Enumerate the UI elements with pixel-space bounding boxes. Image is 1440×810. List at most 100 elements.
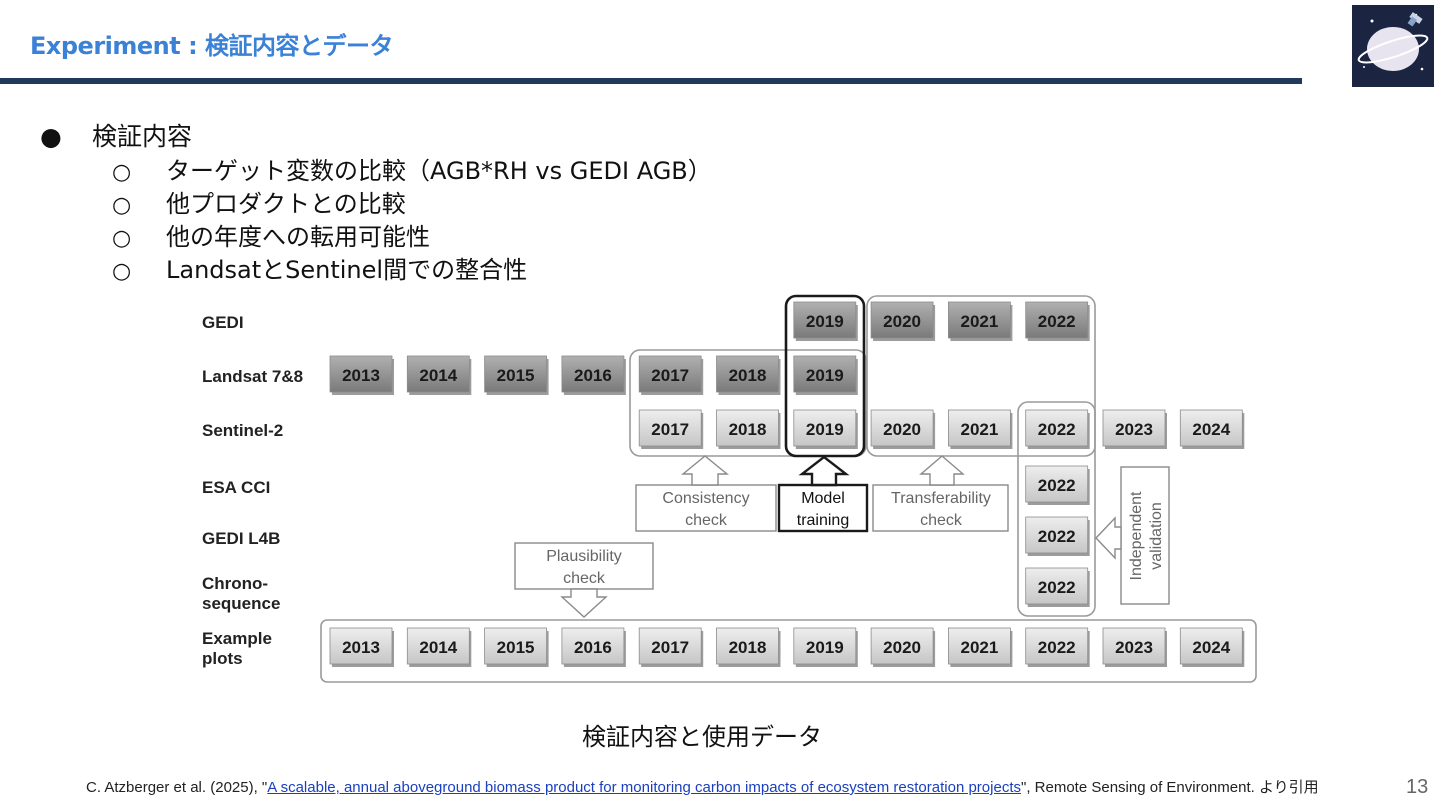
- year-box-example-plots: 2015: [484, 627, 549, 667]
- reference-link[interactable]: A scalable, annual aboveground biomass p…: [267, 779, 1021, 796]
- year-box-example-plots: 2024: [1179, 627, 1245, 667]
- year-box-gedi: 2019: [793, 301, 858, 341]
- reference-suffix: ", Remote Sensing of Environment. より引用: [1021, 779, 1319, 796]
- year-label: 2020: [883, 420, 921, 439]
- year-box-landsat: 2015: [484, 355, 549, 395]
- year-box-gedi-l4b: 2022: [1025, 516, 1090, 556]
- year-box-gedi: 2022: [1025, 301, 1090, 341]
- row-label-chrono: Chrono- sequence: [202, 574, 280, 613]
- year-label: 2019: [806, 366, 844, 385]
- year-box-sentinel: 2021: [948, 409, 1013, 449]
- year-label: 2024: [1192, 638, 1230, 657]
- year-label: 2022: [1038, 578, 1076, 597]
- year-box-landsat: 2014: [406, 355, 472, 395]
- sub-bullet-marker: ○: [112, 226, 132, 251]
- year-label: 2020: [883, 312, 921, 331]
- year-label: 2022: [1038, 420, 1076, 439]
- sub-bullet-text: ターゲット変数の比較（AGB*RH vs GEDI AGB）: [166, 157, 712, 185]
- sub-bullet: ○ ターゲット変数の比較（AGB*RH vs GEDI AGB）: [112, 151, 712, 186]
- year-box-sentinel: 2019: [793, 409, 858, 449]
- data-validation-diagram: GEDI Landsat 7&8 Sentinel-2 ESA CCI GEDI…: [202, 294, 1257, 683]
- page-number: 13: [1406, 776, 1429, 798]
- year-label: 2013: [342, 366, 380, 385]
- row-label-chrono-line1: Chrono-: [202, 574, 268, 593]
- satai-challenge-logo: [1352, 5, 1434, 87]
- year-box-landsat: 2019: [793, 355, 858, 395]
- year-label: 2022: [1038, 527, 1076, 546]
- year-label: 2015: [497, 638, 535, 657]
- reference-prefix: C. Atzberger et al. (2025), ": [86, 779, 268, 796]
- sub-bullet: ○LandsatとSentinel間での整合性: [112, 250, 527, 285]
- year-box-example-plots: 2014: [406, 627, 472, 667]
- year-label: 2023: [1115, 420, 1153, 439]
- year-label: 2018: [729, 638, 767, 657]
- year-label: 2014: [419, 366, 457, 385]
- year-boxes: 2019 2020 2021 2022 2013 2014 2015 2016 2017 2018…: [329, 301, 1245, 667]
- sub-bullet-marker: ○: [112, 193, 132, 218]
- sub-bullet-marker: ○: [112, 160, 132, 185]
- year-box-landsat: 2017: [638, 355, 704, 395]
- year-box-example-plots: 2021: [948, 627, 1013, 667]
- validation-2022-frame: [1017, 401, 1096, 617]
- year-box-example-plots: 2018: [716, 627, 781, 667]
- model-training-frame: [784, 294, 866, 458]
- year-box-esa-cci: 2022: [1025, 465, 1090, 505]
- year-box-gedi: 2021: [948, 301, 1013, 341]
- year-box-example-plots: 2023: [1102, 627, 1167, 667]
- row-label-example-line2: plots: [202, 649, 243, 668]
- year-label: 2013: [342, 638, 380, 657]
- row-label-example-line1: Example: [202, 629, 272, 648]
- year-label: 2022: [1038, 638, 1076, 657]
- slide-title: Experiment : 検証内容とデータ: [30, 32, 394, 60]
- sub-bullet: ○ 他プロダクトとの比較: [112, 184, 406, 219]
- row-label-gedi-l4b: GEDI L4B: [202, 529, 280, 548]
- row-label-gedi: GEDI: [202, 313, 244, 332]
- arrow-up-icon: [681, 455, 729, 486]
- year-label: 2018: [729, 420, 767, 439]
- reference-citation: C. Atzberger et al. (2025), "A scalable,…: [86, 776, 1319, 797]
- year-box-sentinel: 2022: [1025, 409, 1090, 449]
- year-box-landsat: 2013: [329, 355, 394, 395]
- year-label: 2021: [960, 420, 998, 439]
- year-box-landsat: 2016: [561, 355, 626, 395]
- sub-bullet-text: 他の年度への転用可能性: [166, 223, 430, 251]
- year-label: 2017: [651, 420, 689, 439]
- year-label: 2022: [1038, 312, 1076, 331]
- year-label: 2022: [1038, 476, 1076, 495]
- transferability-frame: [866, 295, 1096, 457]
- year-label: 2021: [960, 312, 998, 331]
- row-label-esa-cci: ESA CCI: [202, 478, 270, 497]
- bullet-main: ●検証内容: [40, 117, 192, 153]
- row-label-sentinel: Sentinel-2: [202, 421, 283, 440]
- arrow-left-icon: [1095, 516, 1122, 560]
- year-box-sentinel: 2023: [1102, 409, 1167, 449]
- year-label: 2021: [960, 638, 998, 657]
- year-box-example-plots: 2017: [638, 627, 704, 667]
- year-box-sentinel: 2017: [638, 409, 704, 449]
- bullet-dot: ●: [40, 122, 62, 151]
- year-box-sentinel: 2018: [716, 409, 781, 449]
- sub-bullet: ○ 他の年度への転用可能性: [112, 217, 430, 252]
- group-frames: [320, 295, 1257, 683]
- arrow-up-icon: [919, 455, 965, 486]
- year-label: 2023: [1115, 638, 1153, 657]
- year-label: 2019: [806, 312, 844, 331]
- year-label: 2019: [806, 420, 844, 439]
- year-box-example-plots: 2019: [793, 627, 858, 667]
- figure-caption: 検証内容と使用データ: [582, 723, 822, 751]
- year-box-chrono: 2022: [1025, 567, 1090, 607]
- year-label: 2016: [574, 366, 612, 385]
- sub-bullet-text: 他プロダクトとの比較: [166, 190, 406, 218]
- year-label: 2017: [651, 638, 689, 657]
- year-box-gedi: 2020: [870, 301, 936, 341]
